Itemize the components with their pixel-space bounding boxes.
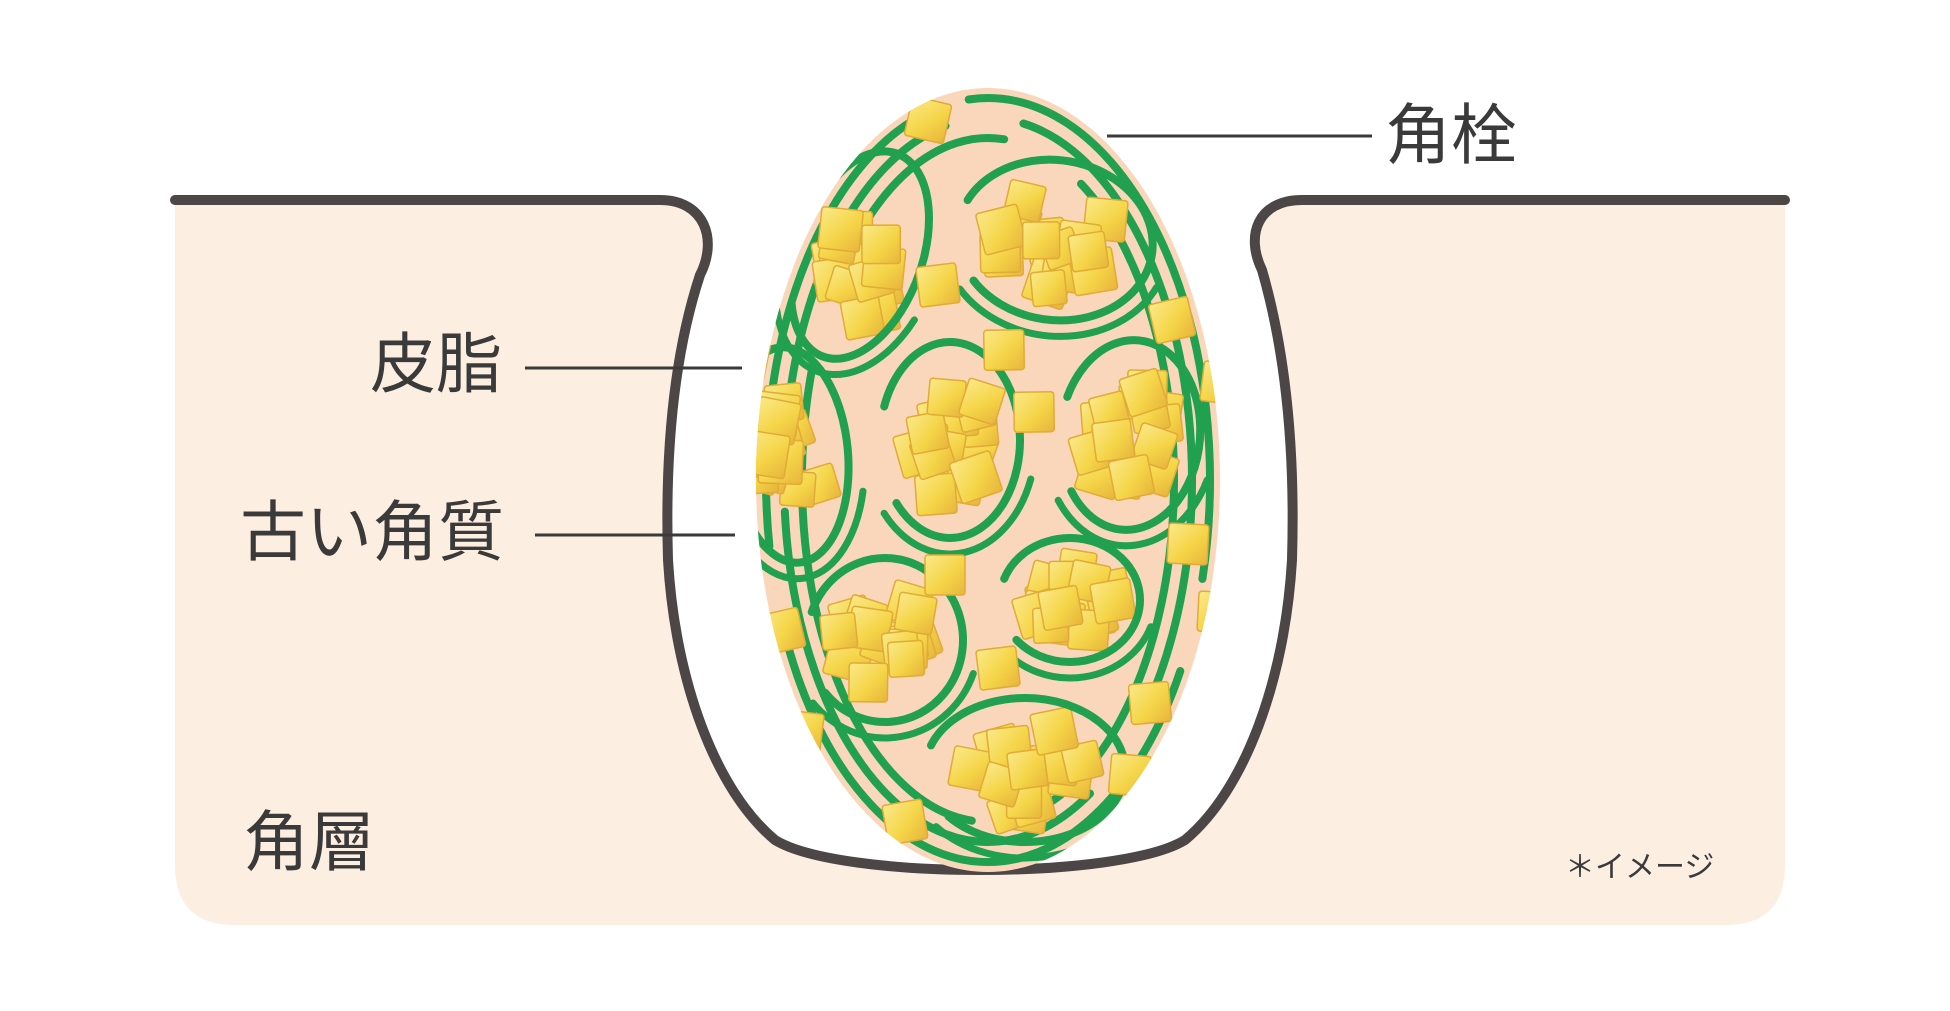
sebum-block bbox=[756, 429, 791, 480]
sebum-block bbox=[915, 262, 961, 308]
keratin-strand bbox=[809, 670, 977, 742]
plug-label: 角栓 bbox=[1385, 97, 1517, 174]
sebum-block bbox=[819, 611, 859, 651]
sebum-block bbox=[1089, 577, 1137, 625]
sebum-block bbox=[779, 709, 825, 755]
keratin-strand bbox=[787, 147, 933, 363]
keratin-strand bbox=[1000, 623, 1155, 682]
sebum-block bbox=[1166, 522, 1210, 566]
keratin-strand bbox=[956, 283, 1160, 340]
sebum-block bbox=[1021, 221, 1061, 260]
sebum-block bbox=[982, 328, 1026, 372]
sebum-block bbox=[1029, 706, 1079, 756]
sebum-block bbox=[893, 591, 938, 636]
sebum-block bbox=[886, 639, 926, 679]
sebum-block bbox=[1091, 418, 1136, 463]
sebum-block bbox=[1127, 680, 1173, 726]
sebum-block bbox=[924, 554, 966, 596]
sebum-block bbox=[1147, 295, 1197, 345]
keratin-strand bbox=[964, 94, 1214, 583]
stratum-corneum-label: 角層 bbox=[243, 804, 375, 881]
sebum-label: 皮脂 bbox=[370, 326, 502, 403]
sebum-block bbox=[905, 410, 950, 455]
sebum-block bbox=[948, 450, 1003, 505]
sebum-block bbox=[1067, 230, 1110, 273]
sebum-block bbox=[975, 203, 1027, 256]
keratin-strand bbox=[963, 155, 1157, 325]
sebum-block bbox=[756, 336, 771, 384]
sebum-block bbox=[1107, 453, 1156, 502]
image-note: ＊イメージ bbox=[1565, 850, 1715, 885]
sebum-block bbox=[1196, 590, 1220, 634]
sebum-block bbox=[1118, 367, 1169, 418]
sebum-block bbox=[975, 645, 1021, 691]
sebum-block bbox=[1012, 390, 1056, 434]
sebum-block bbox=[1199, 360, 1220, 406]
sebum-block bbox=[881, 798, 929, 846]
sebum-block bbox=[958, 377, 1006, 426]
sebum-block bbox=[848, 662, 889, 703]
keratin-strand bbox=[1063, 336, 1205, 534]
sebum-block bbox=[1107, 752, 1153, 798]
sebum-block bbox=[903, 95, 953, 145]
sebum-block bbox=[757, 606, 807, 656]
plug-contents bbox=[756, 94, 1220, 867]
skin-layer bbox=[175, 200, 1785, 925]
sebum-block bbox=[1029, 269, 1068, 308]
keratin-strand bbox=[1054, 476, 1211, 550]
keratin-plug bbox=[756, 88, 1220, 872]
sebum-block bbox=[817, 206, 864, 253]
sebum-block bbox=[1006, 748, 1049, 791]
keratin-strand bbox=[1000, 534, 1144, 666]
sebum-block bbox=[1037, 584, 1084, 631]
keratin-strand bbox=[880, 475, 1035, 558]
old-keratin-label: 古い角質 bbox=[240, 494, 504, 571]
sebum-block bbox=[861, 224, 902, 265]
keratin-strand bbox=[773, 306, 918, 379]
keratin-strand bbox=[807, 554, 967, 726]
